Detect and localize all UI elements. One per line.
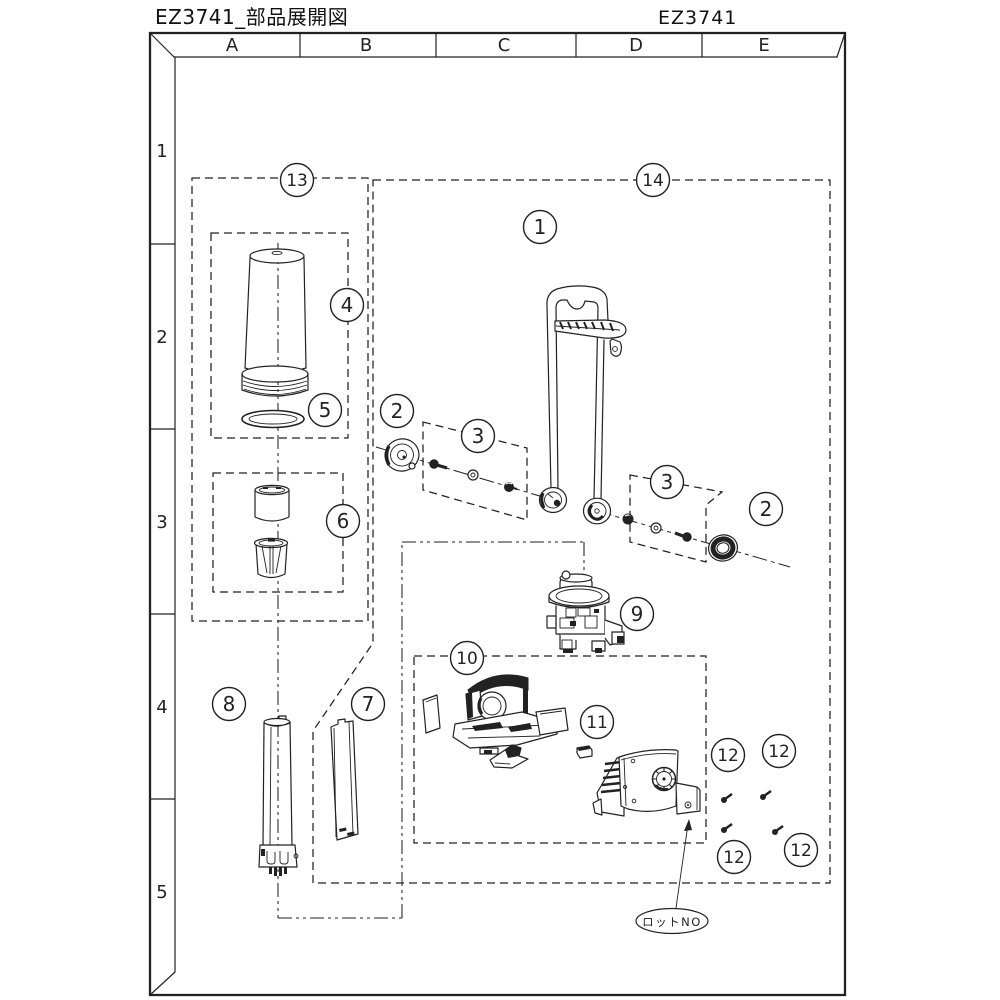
balloon-7: 7 (350, 686, 386, 722)
grid-column-label: B (360, 35, 372, 56)
part-11-connector (576, 745, 593, 759)
phantom-center-lines (277, 243, 585, 919)
svg-text:12: 12 (790, 841, 812, 861)
part-3-washer-right (650, 522, 662, 534)
group-box-10 (413, 655, 707, 844)
part-10-plate (422, 694, 441, 734)
part-10-latch (489, 744, 529, 769)
part-3-pin-right (622, 513, 634, 525)
grid-column-label: D (629, 35, 643, 56)
balloon-10: 10 (449, 640, 485, 676)
grid-column-label: C (498, 35, 511, 56)
balloon-1: 1 (522, 209, 558, 245)
balloon-2-left: 2 (379, 393, 415, 429)
drawing-frame: A B C D E 1 2 3 4 5 (148, 31, 847, 997)
svg-text:12: 12 (717, 746, 739, 766)
group-box-4 (210, 232, 349, 439)
svg-text:3: 3 (472, 424, 485, 448)
svg-text:11: 11 (586, 713, 608, 733)
svg-text:2: 2 (760, 497, 773, 521)
grid-row-label: 3 (156, 512, 167, 533)
screw (721, 793, 733, 803)
part-10-chassis (452, 674, 569, 755)
balloon-8: 8 (211, 686, 247, 722)
part-4-tank (241, 248, 309, 397)
part-6-valve-parts (253, 484, 290, 579)
group-box-13 (191, 177, 369, 622)
svg-text:8: 8 (223, 692, 236, 716)
svg-text:5: 5 (319, 398, 332, 422)
svg-text:14: 14 (642, 171, 664, 191)
housing-dial (651, 766, 677, 792)
group-boxes (191, 177, 831, 884)
part-2-cap-left (384, 438, 420, 472)
svg-text:9: 9 (631, 602, 644, 626)
svg-text:7: 7 (362, 692, 375, 716)
part-3-washer-left (467, 469, 479, 481)
lot-no-label: ロットNO (642, 915, 702, 929)
grid-row-label: 2 (156, 327, 167, 348)
part-1-handle-frame (538, 285, 627, 525)
grid-column-label: E (758, 35, 769, 56)
balloon-6: 6 (325, 503, 361, 539)
group-box-14 (312, 179, 831, 884)
page-title: EZ3741_部品展開図 (155, 5, 348, 29)
balloon-12-c: 12 (716, 839, 752, 875)
part-8-battery (258, 715, 299, 876)
part-5-oring (241, 409, 305, 429)
svg-text:10: 10 (456, 649, 478, 669)
svg-text:6: 6 (337, 509, 350, 533)
svg-text:3: 3 (661, 470, 674, 494)
part-3-screw-left (429, 459, 448, 470)
balloon-13: 13 (279, 162, 315, 198)
left-pivot-boss (538, 486, 568, 514)
screw (721, 823, 733, 833)
part-12-screws (721, 790, 784, 835)
balloon-5: 5 (307, 392, 343, 428)
svg-text:12: 12 (768, 742, 790, 762)
grid-column-label: A (226, 35, 239, 56)
balloon-14: 14 (635, 162, 671, 198)
part-3-pin-left (504, 482, 518, 492)
balloon-12-d: 12 (783, 832, 819, 868)
screw (772, 825, 784, 835)
doc-number: EZ3741 (658, 7, 737, 29)
balloon-3-left: 3 (460, 418, 496, 454)
balloon-callouts: 1 2 3 3 2 4 5 6 7 8 9 10 11 12 12 12 12 … (211, 162, 819, 875)
lot-no-tag: ロットNO (635, 819, 709, 935)
housing-shell (592, 749, 701, 817)
svg-text:1: 1 (534, 215, 547, 239)
svg-text:13: 13 (286, 171, 308, 191)
svg-text:12: 12 (723, 848, 745, 868)
balloon-12-b: 12 (761, 733, 797, 769)
balloon-3-right: 3 (649, 464, 685, 500)
grid-row-label: 5 (156, 882, 167, 903)
balloon-11: 11 (579, 704, 615, 740)
group-box-3-right (629, 474, 724, 563)
svg-text:4: 4 (341, 293, 354, 317)
grid-row-label: 4 (156, 697, 167, 718)
part-9-pump (546, 570, 625, 653)
balloon-12-a: 12 (710, 737, 746, 773)
part-2-ring-right (707, 534, 739, 562)
part-7-cover-plate (330, 718, 359, 841)
svg-text:2: 2 (391, 399, 404, 423)
part-3-screw-right (674, 531, 692, 542)
collar-thread-marks (559, 321, 614, 332)
screw (760, 790, 772, 800)
balloon-2-right: 2 (748, 491, 784, 527)
balloon-4: 4 (329, 287, 365, 323)
balloon-9: 9 (619, 596, 655, 632)
right-pivot-boss (582, 497, 612, 525)
grid-row-label: 1 (156, 141, 167, 162)
